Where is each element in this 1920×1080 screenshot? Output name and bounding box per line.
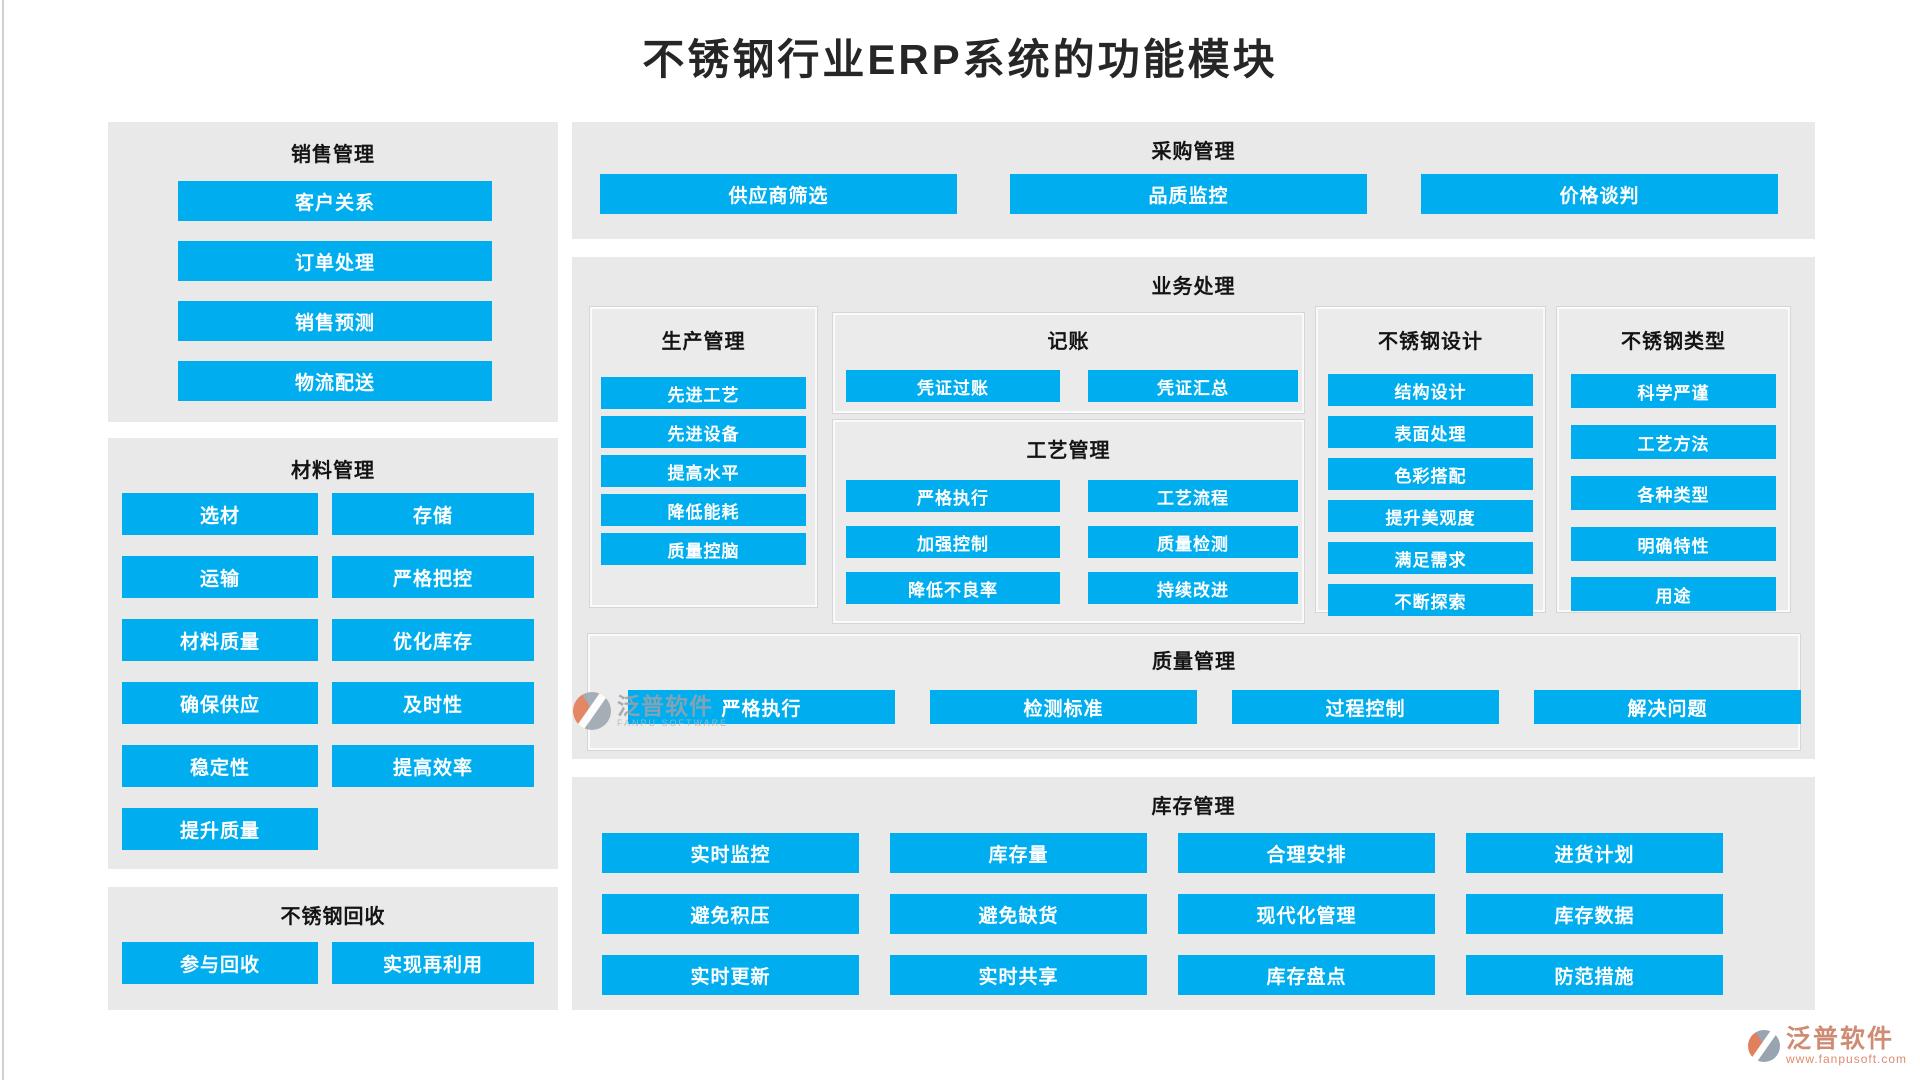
left-edge-line	[2, 0, 4, 1080]
module-block: 严格执行	[846, 480, 1060, 512]
module-block: 实时共享	[890, 955, 1147, 995]
fanpu-logo-icon	[1748, 1030, 1780, 1062]
subpanel-production: 生产管理 先进工艺 先进设备 提高水平 降低能耗 质量控脑	[590, 307, 817, 607]
module-block: 现代化管理	[1178, 894, 1435, 934]
module-block: 表面处理	[1328, 416, 1533, 448]
subpanel-types: 不锈钢类型 科学严谨 工艺方法 各种类型 明确特性 用途	[1557, 307, 1790, 612]
section-title-types: 不锈钢类型	[1621, 331, 1726, 353]
panel-inventory: 库存管理 实时监控 库存量 合理安排 进货计划 避免积压 避免缺货 现代化管理 …	[572, 777, 1815, 1010]
module-block: 参与回收	[122, 942, 318, 984]
subpanel-process: 工艺管理 严格执行 工艺流程 加强控制 质量检测 降低不良率 持续改进	[833, 420, 1304, 623]
module-block: 严格执行	[628, 690, 895, 724]
module-block: 库存量	[890, 833, 1147, 873]
module-block: 明确特性	[1571, 527, 1776, 561]
watermark-footer: 泛普软件 www.fanpusoft.com	[1748, 1026, 1907, 1066]
module-block: 优化库存	[332, 619, 534, 661]
module-block: 避免积压	[602, 894, 859, 934]
module-block: 库存盘点	[1178, 955, 1435, 995]
watermark-url: www.fanpusoft.com	[1786, 1052, 1908, 1066]
module-block: 材料质量	[122, 619, 318, 661]
page-title: 不锈钢行业ERP系统的功能模块	[642, 36, 1278, 83]
module-block: 工艺流程	[1088, 480, 1298, 512]
module-block: 销售预测	[178, 301, 492, 341]
module-block: 先进设备	[601, 416, 806, 448]
section-title-process: 工艺管理	[1026, 440, 1111, 462]
section-title-business: 业务处理	[1151, 276, 1236, 298]
module-block: 严格把控	[332, 556, 534, 598]
module-block: 提升质量	[122, 808, 318, 850]
module-block: 提高水平	[601, 455, 806, 487]
module-block: 不断探索	[1328, 584, 1533, 616]
subpanel-accounting: 记账 凭证过账 凭证汇总	[833, 313, 1304, 413]
module-block: 色彩搭配	[1328, 458, 1533, 490]
module-block: 防范措施	[1466, 955, 1723, 995]
section-title-accounting: 记账	[1047, 331, 1090, 353]
panel-procurement: 采购管理 供应商筛选 品质监控 价格谈判	[572, 122, 1815, 239]
module-block: 科学严谨	[1571, 374, 1776, 408]
module-block: 合理安排	[1178, 833, 1435, 873]
module-block: 物流配送	[178, 361, 492, 401]
module-block: 库存数据	[1466, 894, 1723, 934]
panel-sales: 销售管理 客户关系 订单处理 销售预测 物流配送	[108, 122, 558, 422]
section-title-recycle: 不锈钢回收	[280, 906, 386, 928]
module-block: 选材	[122, 493, 318, 535]
module-block: 过程控制	[1232, 690, 1499, 724]
module-block: 持续改进	[1088, 572, 1298, 604]
module-block: 质量控脑	[601, 533, 806, 565]
module-block: 检测标准	[930, 690, 1197, 724]
module-block: 用途	[1571, 577, 1776, 611]
module-block: 确保供应	[122, 682, 318, 724]
module-block: 凭证汇总	[1088, 370, 1298, 402]
module-block: 客户关系	[178, 181, 492, 221]
module-block: 存储	[332, 493, 534, 535]
module-block: 订单处理	[178, 241, 492, 281]
module-block: 实时监控	[602, 833, 859, 873]
module-block: 运输	[122, 556, 318, 598]
module-block: 进货计划	[1466, 833, 1723, 873]
module-block: 解决问题	[1534, 690, 1801, 724]
module-block: 稳定性	[122, 745, 318, 787]
module-block: 及时性	[332, 682, 534, 724]
module-block: 提升美观度	[1328, 500, 1533, 532]
module-block: 各种类型	[1571, 476, 1776, 510]
module-block: 质量检测	[1088, 526, 1298, 558]
section-title-material: 材料管理	[291, 460, 375, 482]
section-title-sales: 销售管理	[291, 144, 375, 166]
watermark-name: 泛普软件	[1786, 1025, 1895, 1053]
module-block: 降低能耗	[601, 494, 806, 526]
module-block: 价格谈判	[1421, 174, 1778, 214]
module-block: 降低不良率	[846, 572, 1060, 604]
module-block: 避免缺货	[890, 894, 1147, 934]
section-title-procurement: 采购管理	[1151, 141, 1236, 163]
module-block: 实现再利用	[332, 942, 534, 984]
panel-material: 材料管理 选材 存储 运输 严格把控 材料质量 优化库存 确保供应 及时性 稳定…	[108, 438, 558, 869]
module-block: 供应商筛选	[600, 174, 957, 214]
module-block: 凭证过账	[846, 370, 1060, 402]
module-block: 工艺方法	[1571, 425, 1776, 459]
module-block: 结构设计	[1328, 374, 1533, 406]
panel-business: 业务处理 生产管理 先进工艺 先进设备 提高水平 降低能耗 质量控脑 记账 凭证…	[572, 257, 1815, 759]
section-title-inventory: 库存管理	[1151, 796, 1236, 818]
module-block: 满足需求	[1328, 542, 1533, 574]
module-block: 品质监控	[1010, 174, 1367, 214]
module-block: 实时更新	[602, 955, 859, 995]
subpanel-design: 不锈钢设计 结构设计 表面处理 色彩搭配 提升美观度 满足需求 不断探索	[1316, 307, 1545, 616]
panel-recycle: 不锈钢回收 参与回收 实现再利用	[108, 887, 558, 1010]
module-block: 先进工艺	[601, 377, 806, 409]
section-title-production: 生产管理	[661, 331, 746, 353]
section-title-quality: 质量管理	[1152, 651, 1236, 673]
module-block: 提高效率	[332, 745, 534, 787]
subpanel-quality: 质量管理 严格执行 检测标准 过程控制 解决问题	[588, 634, 1801, 750]
module-block: 加强控制	[846, 526, 1060, 558]
section-title-design: 不锈钢设计	[1378, 331, 1483, 353]
